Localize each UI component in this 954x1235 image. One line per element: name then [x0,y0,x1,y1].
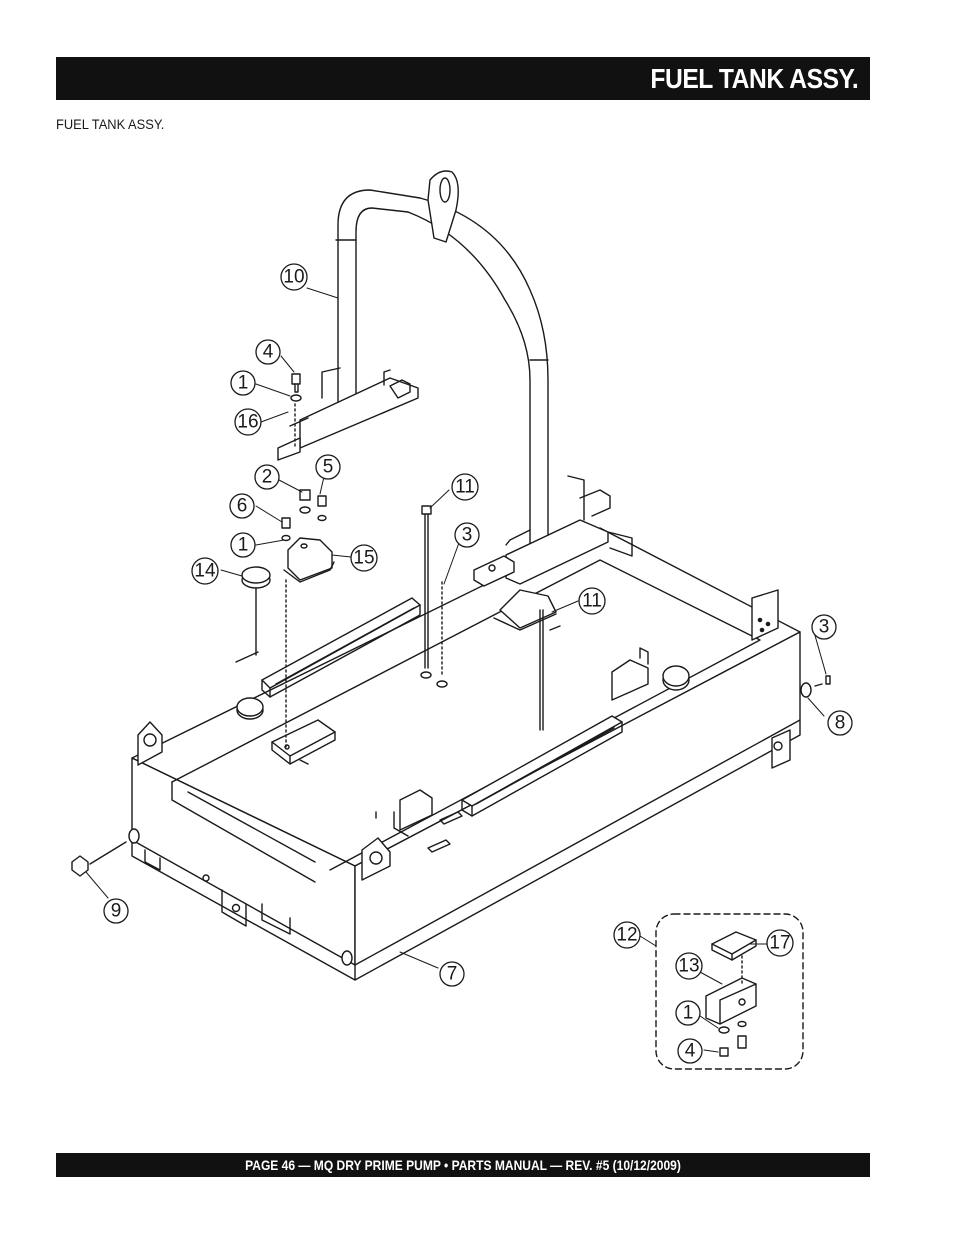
callout-label: 17 [769,933,790,954]
callout-14: 14 [191,557,219,585]
callouts: 10 4 1 16 2 5 11 6 3 1 15 14 11 3 8 9 7 … [103,263,853,1064]
leader-lines [85,287,827,1053]
callout-label: 10 [283,267,304,288]
header-bar: FUEL TANK ASSY. [56,57,870,100]
callout-17: 17 [766,929,794,957]
callout-11b: 11 [578,587,606,615]
callout-label: 9 [111,901,122,922]
callout-7: 7 [439,961,465,987]
callout-label: 1 [683,1003,694,1024]
page-title: FUEL TANK ASSY. [650,63,858,94]
callout-12: 12 [613,921,641,949]
footer-text: PAGE 46 — MQ DRY PRIME PUMP • PARTS MANU… [245,1157,681,1173]
callout-4b: 4 [677,1038,703,1064]
callout-6: 6 [229,493,255,519]
callout-4: 4 [255,339,281,365]
callout-label: 3 [462,525,473,546]
callout-1: 1 [230,370,256,396]
callout-label: 13 [678,956,699,977]
callout-2: 2 [254,464,280,490]
left-hardware [71,373,831,966]
callout-11: 11 [451,473,479,501]
callout-label: 1 [238,535,249,556]
callout-label: 14 [194,561,216,582]
callout-10: 10 [280,263,308,291]
callout-9: 9 [103,898,129,924]
callout-label: 16 [237,412,258,433]
callout-label: 11 [582,591,602,612]
callout-5: 5 [315,454,341,480]
callout-13: 13 [675,952,703,980]
callout-8: 8 [827,710,853,736]
callout-label: 6 [237,496,248,517]
callout-label: 5 [323,457,334,478]
callout-label: 1 [238,373,249,394]
callout-15: 15 [350,544,378,572]
callout-label: 11 [455,477,475,498]
callout-label: 4 [685,1041,696,1062]
callout-3b: 3 [811,614,837,640]
callout-label: 2 [262,467,273,488]
callout-label: 12 [616,925,637,946]
tank-body [131,527,801,981]
lift-frame [277,170,633,587]
callout-label: 4 [263,342,274,363]
callout-label: 7 [447,964,458,985]
callout-1b: 1 [230,532,256,558]
callout-label: 3 [819,617,830,638]
callout-16: 16 [234,408,262,436]
callout-label: 8 [835,713,846,734]
section-subtitle: FUEL TANK ASSY. [56,116,165,132]
footer-bar: PAGE 46 — MQ DRY PRIME PUMP • PARTS MANU… [56,1153,870,1177]
callout-3: 3 [454,522,480,548]
detail-box [655,913,804,1070]
callout-label: 15 [353,548,374,569]
callout-1c: 1 [675,1000,701,1026]
